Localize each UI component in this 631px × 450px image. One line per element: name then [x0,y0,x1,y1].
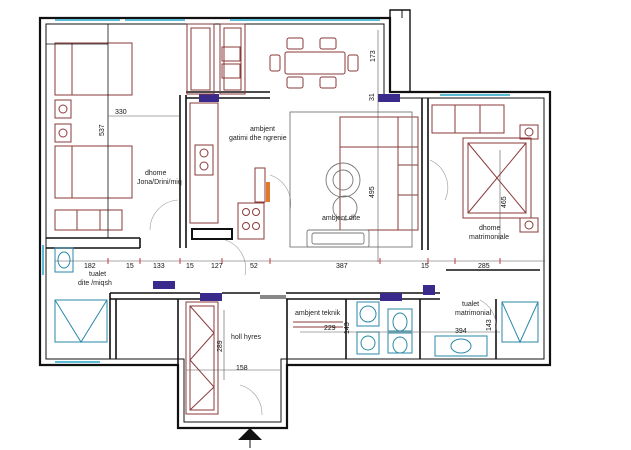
north-triangle-icon [238,428,262,440]
kitchen-hood-strip [266,182,270,202]
label-master-1: dhome [479,225,501,232]
dim-15-c: 15 [421,263,429,270]
dim-285: 285 [478,263,490,270]
dim-133: 133 [153,263,165,270]
dim-182: 182 [84,263,96,270]
master-wardrobe [431,104,505,134]
kitchen-fridge [191,228,233,240]
dim-31: 31 [369,93,376,101]
master-bed [462,124,539,233]
dim-495: 495 [369,186,376,198]
dining-set [269,37,359,89]
hall-wardrobe [185,301,219,415]
label-technical: ambjent teknik [295,310,341,317]
label-bath-master-1: tualet [462,301,479,308]
label-bath-left-2: dite /miqsh [78,280,112,287]
dim-289: 289 [217,340,224,352]
technical-lines [293,321,343,328]
sofa [339,116,419,231]
bedroom-partition [46,24,109,238]
children-beds [54,42,133,231]
dim-394: 394 [455,328,467,335]
dim-537: 537 [99,124,106,136]
dim-173: 173 [370,50,377,62]
living-grey-items [289,111,413,248]
interior-walls [46,91,540,422]
dim-143-a: 143 [344,322,351,334]
dim-127: 127 [211,263,223,270]
windows [42,19,510,363]
dimension-lines [55,30,545,380]
label-bath-master-2: matrimonial [455,310,492,317]
dim-143-b: 143 [486,319,493,331]
master-bath-fixtures [387,301,539,357]
doors [153,94,435,301]
dim-15-b: 15 [186,263,194,270]
kitchen-top-cabinets [186,23,246,95]
label-kitchen-1: ambjent [250,126,275,133]
dim-330: 330 [115,109,127,116]
label-hall: holl hyres [231,334,261,341]
door-swings [149,159,497,416]
dim-158: 158 [236,365,248,372]
outer-walls [38,9,552,430]
label-living: ambjent dite [322,215,360,222]
dim-465: 465 [501,196,508,208]
left-bath-fixtures [54,247,108,343]
dimension-ticks [107,258,501,264]
dim-15-a: 15 [126,263,134,270]
dim-229: 229 [324,325,336,332]
dim-387: 387 [336,263,348,270]
label-bath-left-1: tualet [89,271,106,278]
dim-52: 52 [250,263,258,270]
label-master-2: matrimoniale [469,234,509,241]
label-bedroom-children-1: dhome [145,170,167,177]
label-bedroom-children-2: Jona/Drini/miq [137,179,182,186]
label-kitchen-2: gatimi dhe ngrenie [229,135,287,142]
technical-fixtures [356,301,380,355]
kitchen-counter [189,102,266,240]
